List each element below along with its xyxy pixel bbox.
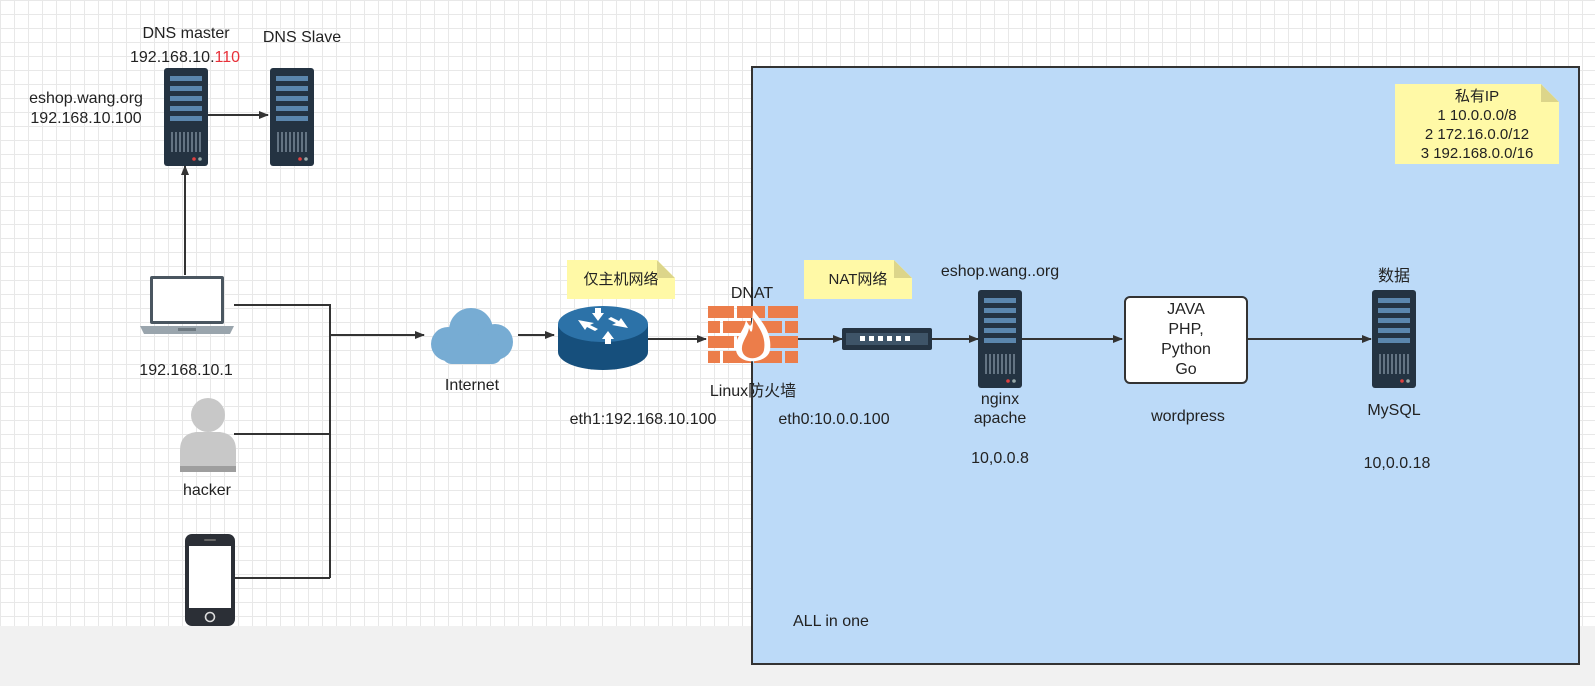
nat-note[interactable]: NAT网络 xyxy=(804,260,912,299)
host-only-note-text: 仅主机网络 xyxy=(583,271,659,288)
stack-lang: Go xyxy=(1175,361,1197,378)
dns-master-ip-suffix: 110 xyxy=(214,49,241,66)
server-icon[interactable] xyxy=(164,68,208,166)
stack-lang: PHP, xyxy=(1168,321,1204,338)
server-icon[interactable] xyxy=(1372,290,1416,388)
db-title: 数据 xyxy=(1377,268,1411,285)
firewall-icon[interactable] xyxy=(708,306,798,372)
server-icon[interactable] xyxy=(978,290,1022,388)
private-ip-title: 私有IP xyxy=(1454,88,1500,105)
private-ip-range: 3 192.168.0.0/16 xyxy=(1420,145,1534,162)
private-network-zone[interactable] xyxy=(751,66,1580,665)
dns-master-title: DNS master xyxy=(142,25,230,42)
laptop-ip: 192.168.10.1 xyxy=(139,362,233,379)
zone-label: ALL in one xyxy=(793,613,869,630)
host-only-note[interactable]: 仅主机网络 xyxy=(567,260,675,299)
internet-label: Internet xyxy=(444,377,500,394)
switch-interface: eth0:10.0.0.100 xyxy=(778,411,890,428)
app-stack-box[interactable]: JAVA PHP, Python Go xyxy=(1124,296,1248,384)
web-server-line1: nginx xyxy=(980,391,1020,408)
web-server-ip: 10,0.0.8 xyxy=(971,450,1029,467)
router-interface: eth1:192.168.10.100 xyxy=(569,411,717,428)
nat-note-text: NAT网络 xyxy=(828,271,888,288)
db-label: MySQL xyxy=(1367,402,1421,419)
app-stack-label: wordpress xyxy=(1151,408,1225,425)
stack-lang: Python xyxy=(1161,341,1211,358)
dns-master-ip: 192.168.10.110 xyxy=(130,48,240,67)
stack-lang: JAVA xyxy=(1167,301,1205,318)
web-server-domain: eshop.wang..org xyxy=(940,263,1060,280)
dns-record-domain: eshop.wang.org xyxy=(29,90,143,107)
private-ip-range: 1 10.0.0.0/8 xyxy=(1437,107,1517,124)
switch-icon[interactable] xyxy=(842,328,932,350)
dns-master-ip-base: 192.168.10. xyxy=(130,49,215,66)
server-icon[interactable] xyxy=(270,68,314,166)
web-server-line2: apache xyxy=(973,410,1027,427)
firewall-rule: DNAT xyxy=(730,285,774,302)
db-ip: 10,0.0.18 xyxy=(1363,455,1431,472)
dns-slave-title: DNS Slave xyxy=(262,29,342,46)
private-ip-note[interactable]: 私有IP 1 10.0.0.0/8 2 172.16.0.0/12 3 192.… xyxy=(1395,84,1559,164)
user-icon[interactable] xyxy=(180,398,236,472)
laptop-icon[interactable] xyxy=(138,276,236,336)
cloud-icon[interactable] xyxy=(424,306,518,366)
router-icon[interactable] xyxy=(556,306,650,372)
link-laptop-bus xyxy=(234,304,331,578)
phone-icon[interactable] xyxy=(185,534,235,626)
hacker-label: hacker xyxy=(182,482,232,499)
dns-record-ip: 192.168.10.100 xyxy=(30,110,142,127)
firewall-label: Linux防火墙 xyxy=(709,383,797,400)
private-ip-range: 2 172.16.0.0/12 xyxy=(1424,126,1530,143)
